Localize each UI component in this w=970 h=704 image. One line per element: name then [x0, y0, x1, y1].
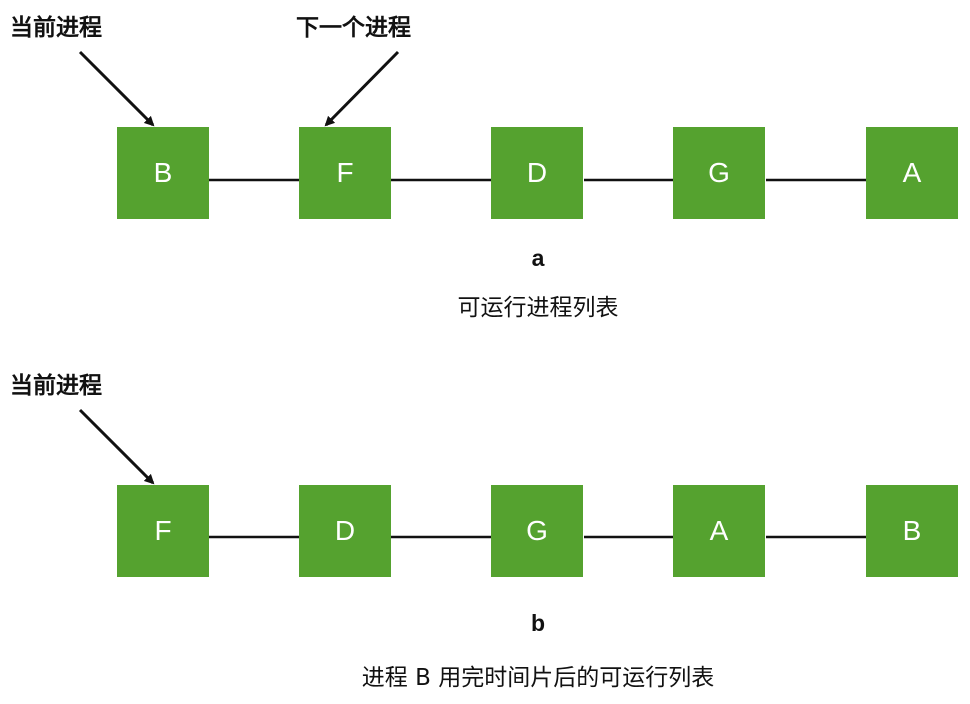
process-node-b-2: D	[299, 485, 391, 577]
diagram-b-caption: 进程 B 用完时间片后的可运行列表	[361, 665, 715, 691]
process-node-b-1: F	[117, 485, 209, 577]
next-process-label-a: 下一个进程	[296, 15, 411, 41]
current-process-label-a: 当前进程	[10, 15, 102, 41]
diagram-b-letter: b	[530, 610, 546, 636]
process-node-b-5: B	[866, 485, 958, 577]
process-node-b-3: G	[491, 485, 583, 577]
diagram-a-letter: a	[531, 245, 545, 271]
current-pointer-arrow-b	[78, 408, 155, 485]
process-node-b-4: A	[673, 485, 765, 577]
current-process-label-b: 当前进程	[10, 373, 102, 399]
current-pointer-arrow-a	[78, 50, 155, 127]
diagram-a-caption: 可运行进程列表	[457, 295, 619, 321]
process-node-a-3: D	[491, 127, 583, 219]
process-node-a-4: G	[673, 127, 765, 219]
process-node-a-5: A	[866, 127, 958, 219]
process-node-a-2: F	[299, 127, 391, 219]
process-node-a-1: B	[117, 127, 209, 219]
next-pointer-arrow-a	[324, 50, 400, 127]
